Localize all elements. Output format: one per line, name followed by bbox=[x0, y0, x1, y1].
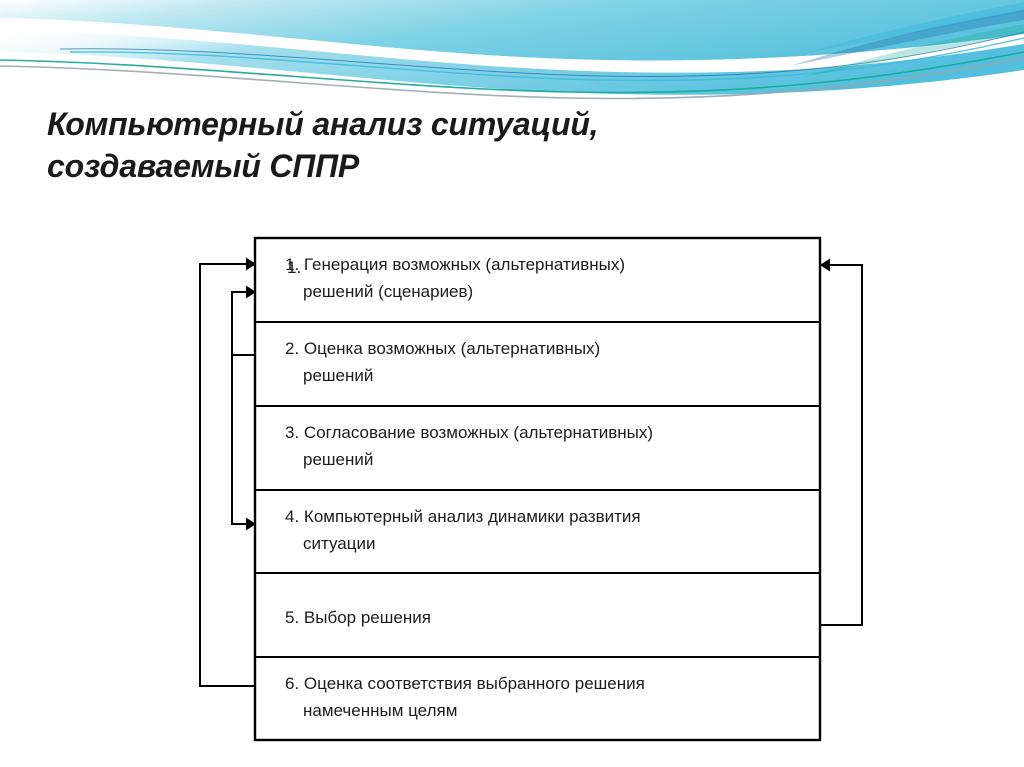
page-title-line-2: создаваемый СППР bbox=[47, 148, 360, 184]
step-2-line-2: решений bbox=[303, 366, 374, 385]
step-4-line-2: ситуации bbox=[303, 534, 376, 553]
step-6-number: 6. bbox=[285, 674, 300, 693]
step-6-line-1: Оценка соответствия выбранного решения bbox=[303, 674, 645, 693]
step-1-line-1: 1. bbox=[287, 258, 301, 277]
step-4-line-1: Компьютерный анализ динамики развития bbox=[303, 507, 641, 526]
arrow-head-inner-left-up bbox=[246, 285, 256, 299]
step-1-line-2: решений (сценариев) bbox=[303, 282, 474, 301]
step-box-1[interactable]: 1. bbox=[256, 239, 819, 321]
step-2-label[interactable]: 2. Оценка возможных (альтернативных) реш… bbox=[285, 335, 805, 389]
step-3-line-1: Согласование возможных (альтернативных) bbox=[303, 423, 654, 442]
step-2-line-1: Оценка возможных (альтернативных) bbox=[303, 339, 601, 358]
step-4-number: 4. bbox=[285, 507, 300, 526]
step-1-number: 1. bbox=[287, 258, 301, 277]
step-5-line-1: Выбор решения bbox=[303, 608, 431, 627]
connector-feedback-outer-left bbox=[199, 257, 256, 687]
step-5-label[interactable]: 5. Выбор решения bbox=[285, 604, 805, 631]
step-3-label[interactable]: 3. Согласование возможных (альтернативны… bbox=[285, 419, 815, 473]
step-1-label[interactable]: 1. Генерация возможных (альтернативных) … bbox=[285, 251, 805, 305]
step-3-number: 3. bbox=[285, 423, 300, 442]
step-5-number: 5. bbox=[285, 608, 300, 627]
connector-feedback-inner-left bbox=[231, 285, 256, 531]
step-4-label[interactable]: 4. Компьютерный анализ динамики развития… bbox=[285, 503, 805, 557]
step-6-line-2: намеченным целям bbox=[303, 701, 458, 720]
arrow-head-right bbox=[820, 258, 830, 272]
step-dividers bbox=[255, 321, 820, 658]
arrow-head-inner-left-down bbox=[246, 517, 256, 531]
arrow-head-outer-left bbox=[246, 257, 256, 271]
page-title: Компьютерный анализ ситуаций, создаваемы… bbox=[47, 103, 947, 187]
connector-feedback-right bbox=[820, 258, 863, 626]
page-title-line-1: Компьютерный анализ ситуаций, bbox=[47, 106, 599, 142]
step-1-line-1: Генерация возможных (альтернативных) bbox=[303, 255, 626, 274]
step-1-number: 1. bbox=[285, 255, 300, 274]
step-2-number: 2. bbox=[285, 339, 300, 358]
step-6-label[interactable]: 6. Оценка соответствия выбранного решени… bbox=[285, 670, 805, 724]
step-3-line-2: решений bbox=[303, 450, 374, 469]
